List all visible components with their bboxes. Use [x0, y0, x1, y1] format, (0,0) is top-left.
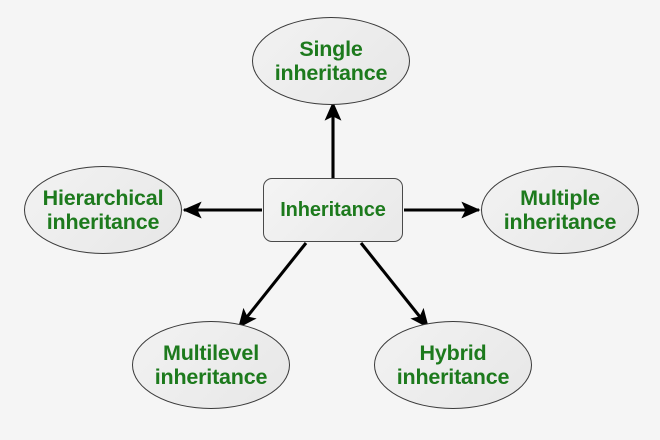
node-single-inheritance-line2: inheritance — [274, 61, 388, 85]
node-hybrid-inheritance-label: Hybrid inheritance — [391, 341, 516, 389]
node-multilevel-inheritance-line1: Multilevel — [163, 340, 259, 365]
node-multilevel-inheritance[interactable]: Multilevel inheritance — [132, 321, 290, 409]
node-hybrid-inheritance[interactable]: Hybrid inheritance — [374, 321, 532, 409]
edge-to-multilevel — [237, 242, 308, 329]
node-hybrid-inheritance-line1: Hybrid — [419, 340, 487, 365]
node-single-inheritance-line1: Single — [299, 36, 363, 61]
node-hierarchical-inheritance[interactable]: Hierarchical inheritance — [24, 166, 182, 254]
node-multiple-inheritance-line1: Multiple — [520, 185, 600, 210]
node-inheritance-center[interactable]: Inheritance — [263, 178, 403, 242]
node-hybrid-inheritance-line2: inheritance — [396, 365, 510, 389]
node-single-inheritance[interactable]: Single inheritance — [252, 17, 410, 105]
node-single-inheritance-label: Single inheritance — [269, 37, 394, 85]
node-multiple-inheritance-line2: inheritance — [503, 210, 617, 234]
node-inheritance-center-label: Inheritance — [280, 198, 386, 221]
node-hierarchical-inheritance-line2: inheritance — [46, 210, 160, 234]
edge-to-hybrid — [359, 242, 430, 329]
node-hierarchical-inheritance-label: Hierarchical inheritance — [37, 186, 170, 234]
node-multilevel-inheritance-line2: inheritance — [154, 365, 268, 389]
node-hierarchical-inheritance-line1: Hierarchical — [42, 185, 164, 210]
node-multiple-inheritance[interactable]: Multiple inheritance — [481, 166, 639, 254]
node-multilevel-inheritance-label: Multilevel inheritance — [149, 341, 274, 389]
node-multiple-inheritance-label: Multiple inheritance — [498, 186, 623, 234]
